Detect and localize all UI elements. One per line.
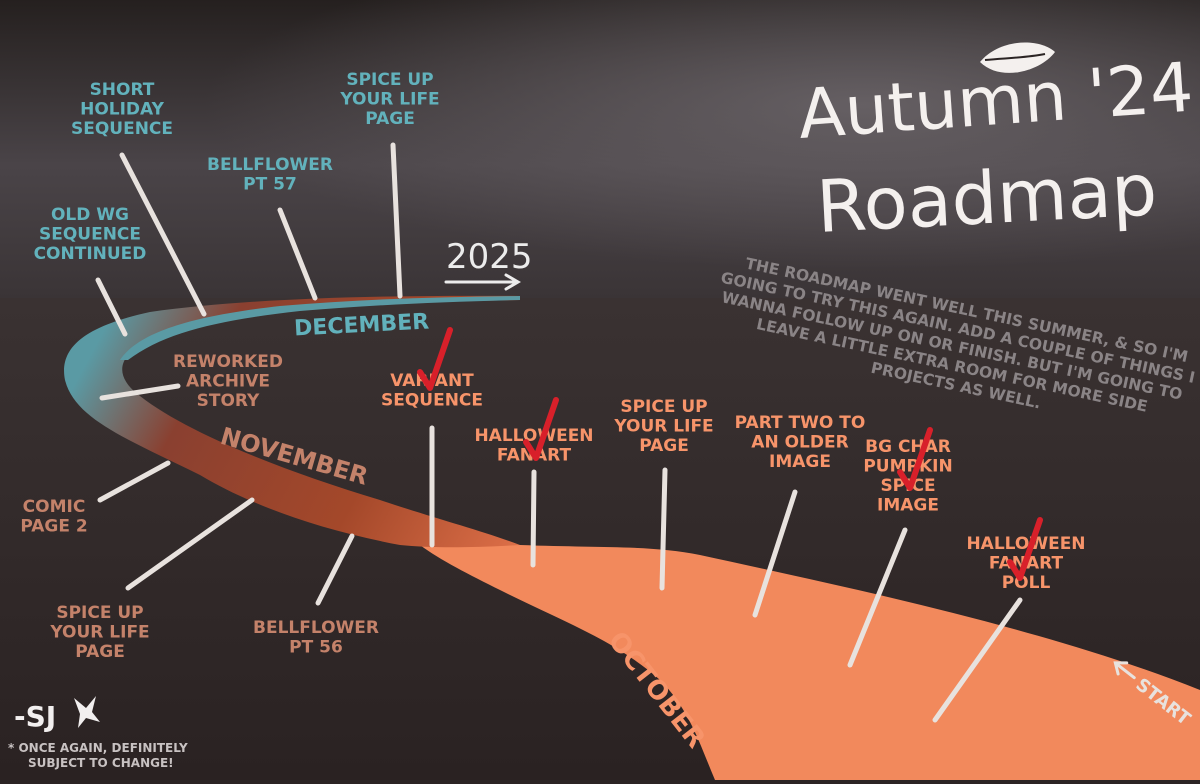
- pointer-line: [277, 207, 318, 301]
- roadmap-item-line: REWORKED: [173, 352, 283, 372]
- pointer-line: [315, 533, 355, 606]
- roadmap-item-line: BELLFLOWER: [207, 155, 333, 175]
- roadmap-item-line: BELLFLOWER: [253, 618, 379, 638]
- checkmarks: [417, 327, 1043, 581]
- roadmap-item-line: SEQUENCE: [39, 225, 141, 245]
- checkmark-icon: [417, 327, 453, 391]
- footnote-line-1: * ONCE AGAIN, DEFINITELY: [8, 741, 188, 755]
- roadmap-item-line: STORY: [197, 391, 260, 411]
- roadmap-item-line: SPICE UP: [620, 397, 707, 417]
- roadmap-item-line: ARCHIVE: [186, 372, 270, 392]
- roadmap-item-line: PT 56: [289, 638, 343, 658]
- checkmark-icon: [897, 427, 933, 491]
- roadmap-item-line: PAGE: [639, 436, 689, 456]
- roadmap-item-line: COMIC: [23, 497, 86, 517]
- november-road: [64, 295, 520, 548]
- roadmap-item-line: SPICE UP: [56, 603, 143, 623]
- year-marker: 2025: [444, 237, 533, 291]
- roadmap-item-line: POLL: [1002, 573, 1051, 593]
- roadmap-item-line: SHORT: [90, 80, 155, 100]
- pointer-line: [119, 152, 207, 317]
- pointer-line: [932, 597, 1023, 723]
- roadmap-item-line: HALLOWEEN: [474, 426, 593, 446]
- roadmap-item-line: AN OLDER: [751, 433, 848, 453]
- roadmap-item-line: PAGE: [365, 109, 415, 129]
- roadmap-item-line: SEQUENCE: [381, 391, 483, 411]
- pointer-line: [847, 527, 908, 668]
- year-label: 2025: [446, 237, 533, 277]
- roadmap-item-line: BG CHAR: [865, 437, 951, 457]
- checkmark-icon: [523, 397, 559, 461]
- roadmap-item-line: IMAGE: [769, 452, 831, 472]
- checkmark-icon: [1007, 517, 1043, 581]
- pointer-line: [97, 460, 171, 503]
- roadmap-item-line: PT 57: [243, 175, 297, 195]
- december-road: [120, 296, 520, 360]
- roadmap-item-line: YOUR LIFE: [613, 417, 713, 437]
- footnote-line-2: SUBJECT TO CHANGE!: [28, 756, 174, 770]
- roadmap-item-line: PAGE: [75, 642, 125, 662]
- roadmap-item-line: YOUR LIFE: [49, 623, 149, 643]
- signature-text: -SJ: [14, 700, 56, 733]
- pointer-line: [390, 142, 403, 299]
- pointer-line: [99, 383, 181, 401]
- roadmap-item-line: PART TWO TO: [735, 413, 866, 433]
- pointer-line: [659, 467, 668, 591]
- roadmap-item-line: PUMPKIN: [863, 457, 952, 477]
- roadmap-item-line: CONTINUED: [34, 244, 147, 264]
- title-line-2: Roadmap: [814, 147, 1159, 249]
- roadmap-item-line: SPICE UP: [346, 70, 433, 90]
- roadmap-item-line: PAGE 2: [20, 517, 87, 537]
- roadmap-item-line: HALLOWEEN: [966, 534, 1085, 554]
- pointer-lines: [95, 142, 1023, 723]
- october-road: [420, 545, 1200, 780]
- pointer-line: [530, 469, 537, 568]
- arrow-right-icon: [444, 273, 521, 291]
- roadmap-item-line: SEQUENCE: [71, 119, 173, 139]
- artist-signature: -SJ: [14, 696, 100, 733]
- pointer-line: [95, 277, 128, 337]
- splat-icon: [74, 696, 100, 728]
- leaf-icon: [980, 42, 1055, 73]
- roadmap-item-line: IMAGE: [877, 496, 939, 516]
- roadmap-item-line: YOUR LIFE: [339, 90, 439, 110]
- roadmap-item-line: OLD WG: [51, 205, 129, 225]
- pointer-line: [752, 489, 798, 618]
- roadmap-item-line: HOLIDAY: [80, 100, 164, 120]
- arrow-left-icon: [1113, 661, 1136, 680]
- pointer-line: [125, 497, 255, 591]
